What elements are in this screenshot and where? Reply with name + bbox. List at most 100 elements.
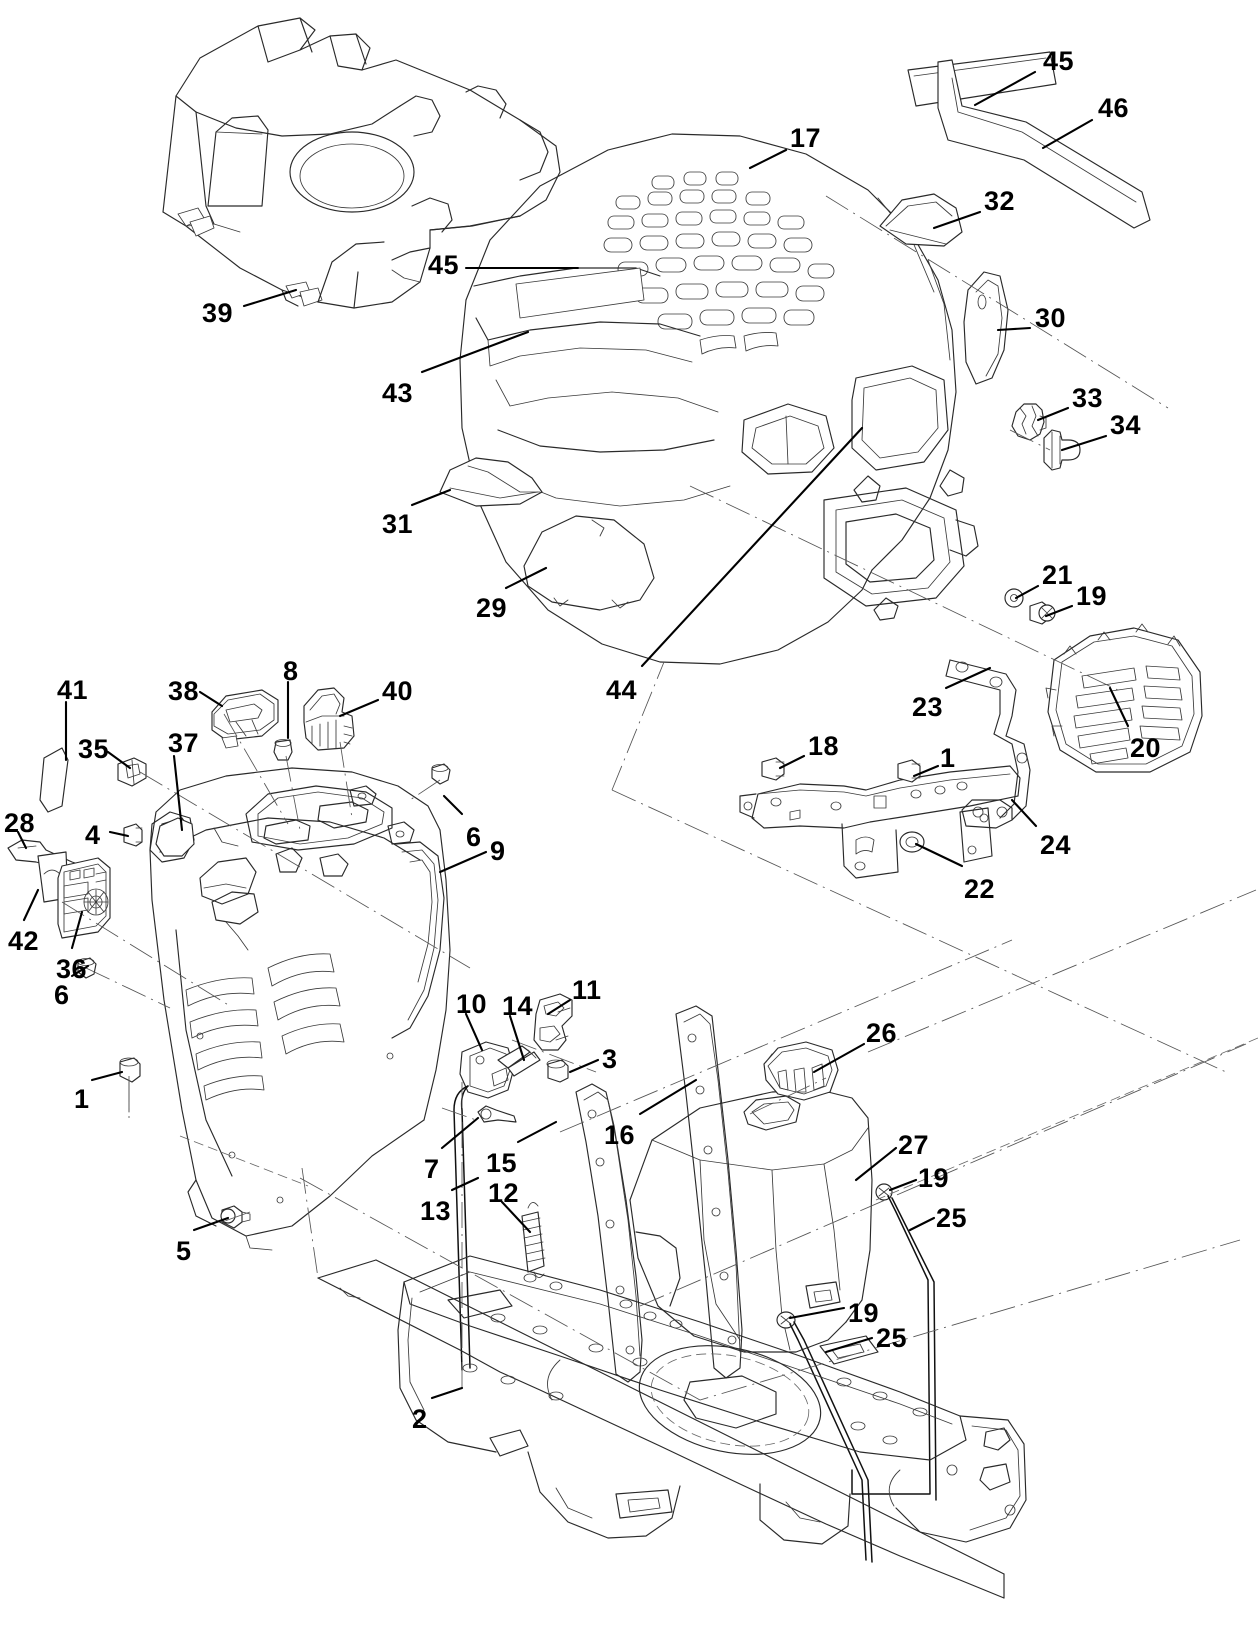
part-hood-insert-side: [963, 271, 1009, 385]
center-lines: [61, 195, 1258, 1401]
callout-number-31: 31: [382, 509, 414, 539]
leader-line-43: [420, 330, 530, 374]
leader-line-45: [973, 70, 1037, 107]
leader-line-1: [912, 764, 940, 778]
part-frame-chassis: [317, 1255, 1027, 1599]
leader-line-37: [172, 754, 184, 832]
part-hood-nose-cone: [523, 515, 655, 611]
leader-line-20: [1108, 686, 1130, 728]
leader-line-40: [338, 698, 380, 718]
part-bolt-1a: [119, 1057, 141, 1113]
part-front-grille: [1045, 623, 1203, 773]
leader-line-35: [106, 750, 132, 770]
callout-number-6: 6: [54, 980, 70, 1010]
part-push-rivet-a: [431, 763, 451, 785]
leader-line-11: [546, 998, 572, 1016]
callout-number-30: 30: [1035, 303, 1067, 333]
leader-line-32: [932, 210, 982, 230]
leader-line-6: [442, 794, 464, 816]
callout-number-32: 32: [984, 186, 1016, 216]
leader-line-36: [70, 910, 84, 950]
leader-line-21: [1014, 584, 1040, 600]
callout-number-35: 35: [78, 734, 110, 764]
callout-number-25: 25: [876, 1323, 908, 1353]
callout-number-21: 21: [1042, 560, 1074, 590]
leader-line-10: [464, 1012, 484, 1052]
callout-number-19: 19: [918, 1163, 950, 1193]
leader-line-22: [914, 842, 964, 868]
part-support-bracket: [739, 659, 1031, 879]
part-console-dash: [149, 767, 451, 1251]
callout-number-29: 29: [476, 593, 508, 623]
callout-number-3: 3: [602, 1044, 618, 1074]
part-extension-spring: [521, 1202, 546, 1278]
leader-line-38: [198, 690, 224, 708]
leader-line-15: [516, 1120, 558, 1144]
part-hood-insert-right: [879, 193, 963, 247]
leader-line-23: [944, 666, 992, 690]
part-screw-19c: [776, 1311, 796, 1329]
leader-line-12: [500, 1200, 532, 1234]
part-air-duct-shroud: [162, 17, 561, 309]
callout-number-16: 16: [604, 1120, 636, 1150]
part-hood-insert-left: [439, 457, 543, 507]
callout-number-27: 27: [898, 1130, 930, 1160]
part-hood-trim-strip: [937, 59, 1151, 229]
callout-number-18: 18: [808, 731, 840, 761]
callout-number-14: 14: [502, 991, 534, 1021]
callout-number-11: 11: [572, 975, 602, 1005]
part-headlight-socket: [1011, 403, 1047, 441]
callout-number-40: 40: [382, 676, 414, 706]
leader-line-31: [410, 488, 452, 507]
callout-number-44: 44: [606, 675, 638, 705]
part-cotter-pin: [477, 1105, 517, 1123]
callout-number-25: 25: [936, 1203, 968, 1233]
leader-line-17: [748, 148, 788, 170]
leader-line-19: [888, 1178, 918, 1192]
callout-number-7: 7: [424, 1154, 440, 1184]
part-fuel-tank: [629, 1089, 873, 1353]
part-ignition-switch: [57, 857, 111, 939]
leader-line-6: [70, 964, 90, 978]
callout-number-2: 2: [412, 1404, 428, 1434]
part-retainer-rod-a: [851, 1195, 937, 1501]
callout-number-39: 39: [202, 298, 234, 328]
part-decal-strip: [39, 747, 69, 813]
callout-number-10: 10: [456, 989, 488, 1019]
callout-number-8: 8: [283, 656, 299, 686]
leader-line-25: [908, 1216, 936, 1232]
leader-line-2: [430, 1386, 464, 1400]
leader-line-33: [1036, 406, 1070, 422]
callout-number-38: 38: [168, 676, 200, 706]
callout-number-12: 12: [488, 1178, 520, 1208]
leader-line-13: [450, 1176, 480, 1192]
callout-number-37: 37: [168, 728, 200, 758]
part-hood: [459, 133, 979, 665]
callout-number-19: 19: [1076, 581, 1108, 611]
callout-number-43: 43: [382, 378, 414, 408]
callout-number-23: 23: [912, 692, 944, 722]
callout-number-9: 9: [490, 836, 506, 866]
leader-line-29: [504, 566, 548, 590]
callout-number-15: 15: [486, 1148, 518, 1178]
callout-number-45: 45: [1043, 46, 1075, 76]
leader-line-9: [438, 850, 488, 874]
callout-number-36: 36: [56, 954, 88, 984]
leader-line-7: [440, 1116, 480, 1150]
part-retainer-rod-b: [789, 1321, 873, 1563]
leader-lines: [16, 70, 1130, 1400]
leader-line-14: [508, 1014, 526, 1062]
callout-number-1: 1: [940, 743, 956, 773]
part-flat-washer: [1004, 588, 1024, 608]
leader-line-44: [640, 426, 864, 668]
callout-number-22: 22: [964, 874, 996, 904]
leader-line-28: [16, 830, 28, 850]
callout-number-6: 6: [466, 822, 482, 852]
callout-number-46: 46: [1098, 93, 1130, 123]
callout-number-5: 5: [176, 1236, 192, 1266]
callout-number-42: 42: [8, 926, 40, 956]
callout-number-34: 34: [1110, 410, 1142, 440]
part-bolt-3: [546, 1059, 569, 1083]
leader-line-26: [812, 1042, 866, 1074]
